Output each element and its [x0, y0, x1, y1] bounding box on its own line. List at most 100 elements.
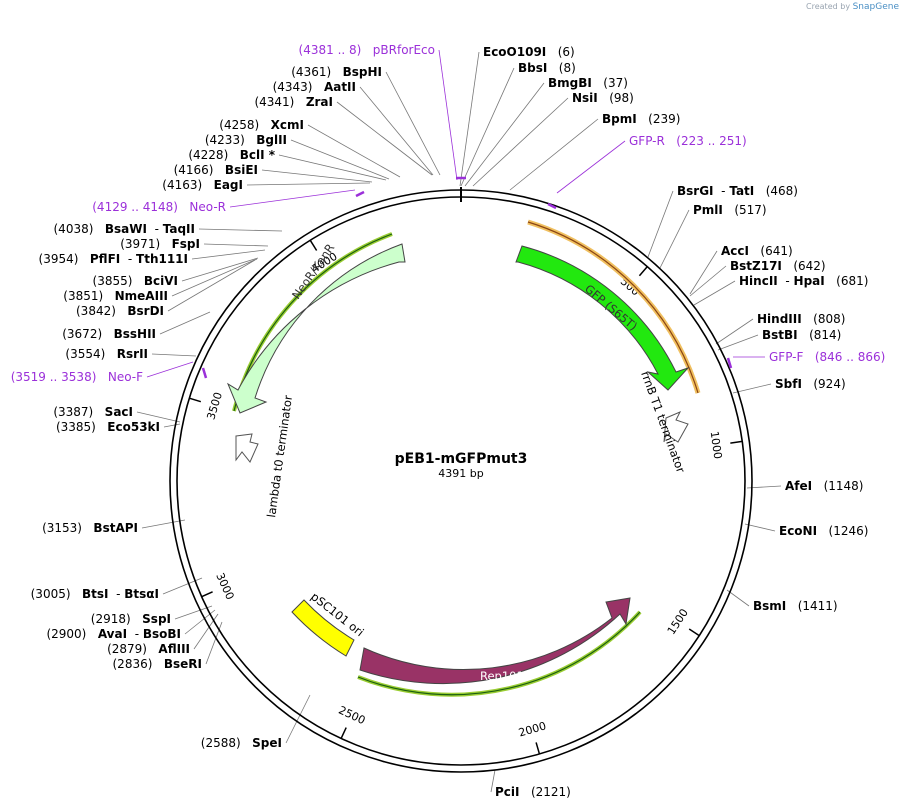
site-label-zrai[interactable]: (4341) ZraI [254, 95, 333, 109]
leader-bmgbi [464, 82, 545, 187]
site-label-bsphi[interactable]: (4361) BspHI [291, 65, 382, 79]
leader-aatii [359, 86, 434, 176]
rep101-arrow [359, 597, 631, 685]
feature-rep101[interactable]: Rep101 [357, 597, 642, 697]
site-label-acci[interactable]: AccI (641) [721, 244, 793, 258]
neo-kanr-arrow [226, 243, 406, 414]
site-label-bstbi[interactable]: BstBI (814) [762, 328, 841, 342]
site-label-bcivi[interactable]: (3855) BciVI [93, 274, 178, 288]
site-label-bcli[interactable]: (4228) BclI * [188, 148, 275, 162]
site-label-bsmi[interactable]: BsmI (1411) [753, 599, 838, 613]
leader-hincii [693, 280, 736, 306]
leader-pflfi [191, 249, 266, 260]
site-label-gfp-r[interactable]: GFP-R (223 .. 251) [629, 134, 747, 148]
site-label-hindiii[interactable]: HindIII (808) [757, 312, 845, 326]
gfp-primer-arc [527, 221, 699, 394]
leader-hindiii [715, 318, 754, 345]
tick-label-3000: 3000 [213, 571, 236, 602]
site-label-spei[interactable]: (2588) SpeI [201, 736, 282, 750]
site-label-bsiei[interactable]: (4166) BsiEI [174, 163, 258, 177]
tick-label-1500: 1500 [665, 606, 691, 637]
tick-mark-3000 [201, 591, 213, 598]
snapgene-credit: Created by SnapGene [806, 2, 899, 12]
feature-lambda[interactable]: lambda t0 terminator [235, 394, 295, 518]
site-label-bsrgi[interactable]: BsrGI - TatI (468) [677, 184, 798, 198]
site-label-bsshii[interactable]: (3672) BssHII [62, 327, 156, 341]
site-label-bsawi[interactable]: (4038) BsaWI - TaqII [54, 222, 196, 236]
primer-marks [201, 176, 733, 379]
site-label-nsii[interactable]: NsiI (98) [572, 91, 634, 105]
leader-nsii [472, 97, 569, 187]
leader-bbsi [460, 67, 515, 187]
psc101-ori-block [291, 599, 355, 657]
site-label-pcii[interactable]: PciI (2121) [495, 785, 571, 799]
site-label-bbsi[interactable]: BbsI (8) [518, 61, 576, 75]
site-label-gfp-f[interactable]: GFP-F (846 .. 866) [769, 350, 885, 364]
site-label-nmeaiii[interactable]: (3851) NmeAIII [63, 289, 168, 303]
leader-neo-r [229, 189, 356, 208]
site-label-bmgbi[interactable]: BmgBI (37) [548, 76, 628, 90]
snapgene-logo: SnapGene [852, 2, 899, 12]
site-label-xcmi[interactable]: (4258) XcmI [219, 118, 304, 132]
gfp-arrow [515, 245, 690, 391]
site-label-econi[interactable]: EcoNI (1246) [779, 524, 868, 538]
site-label-fspi[interactable]: (3971) FspI [120, 237, 200, 251]
site-label-afei[interactable]: AfeI (1148) [785, 479, 863, 493]
leader-xcmi [307, 124, 401, 178]
site-label-aatii[interactable]: (4343) AatII [273, 80, 356, 94]
site-label-ecoo109i[interactable]: EcoO109I (6) [483, 45, 575, 59]
site-label-bstapi[interactable]: (3153) BstAPI [42, 521, 138, 535]
site-label-saci[interactable]: (3387) SacI [53, 405, 133, 419]
tick-mark-2000 [535, 742, 541, 755]
site-label-eco53ki[interactable]: (3385) Eco53kI [56, 420, 160, 434]
leader-bpmi [509, 118, 599, 191]
feature-neo[interactable]: NeoR/KanR [226, 232, 406, 414]
feature-gfp[interactable]: GFP (S65T) [515, 219, 701, 394]
site-label-neo-f[interactable]: (3519 .. 3538) Neo-F [11, 370, 143, 384]
site-label-bseri[interactable]: (2836) BseRI [113, 657, 203, 671]
leader-acci [689, 250, 718, 295]
site-label-eagi[interactable]: (4163) EagI [162, 178, 243, 192]
tick-label-2000: 2000 [517, 719, 548, 739]
site-label-bglii[interactable]: (4233) BglII [205, 133, 287, 147]
rep101-label: Rep101 [480, 669, 524, 683]
site-label-neo-r[interactable]: (4129 .. 4148) Neo-R [92, 200, 226, 214]
feature-psc101[interactable]: pSC101 ori [291, 589, 367, 657]
tick-mark-4000 [309, 239, 318, 251]
leader-bsshii [159, 311, 211, 335]
leader-bsrdi [167, 259, 256, 312]
leader-bsphi [385, 71, 441, 176]
leader-ecoo109i [459, 51, 480, 187]
leader-neo-f [146, 361, 194, 378]
site-label-pflfi[interactable]: (3954) PflFI - Tth111I [39, 252, 188, 266]
leader-pcii [490, 769, 496, 793]
rep101-outline-arc [357, 611, 641, 696]
leader-pmli [659, 209, 690, 269]
site-label-avai[interactable]: (2900) AvaI - BsoBI [46, 627, 181, 641]
leader-rsrii [151, 353, 197, 357]
site-label-pmli[interactable]: PmlI (517) [693, 203, 767, 217]
site-label-bsrdi[interactable]: (3842) BsrDI [76, 304, 164, 318]
leader-fspi [203, 243, 269, 247]
leader-eco53ki [163, 423, 181, 428]
plasmid-name: pEB1-mGFPmut3 [395, 451, 528, 467]
site-label-aflii[interactable]: (2879) AflIII [107, 642, 190, 656]
primer-mark-gfp-f [726, 357, 733, 369]
leader-sspi [174, 605, 213, 620]
plasmid-length: 4391 bp [438, 467, 483, 480]
site-label-hincii[interactable]: HincII - HpaI (681) [739, 274, 868, 288]
site-label-pbrforeco[interactable]: (4381 .. 8) pBRforEco [299, 43, 435, 57]
site-label-bstz17i[interactable]: BstZ17I (642) [730, 259, 826, 273]
leader-nmeaiii [171, 258, 258, 297]
tick-label-2500: 2500 [336, 704, 367, 728]
site-label-sbfi[interactable]: SbfI (924) [775, 377, 846, 391]
primer-mark-gfp-r [547, 202, 557, 210]
leader-bcivi [181, 257, 259, 282]
leader-bstz17i [689, 265, 727, 297]
site-label-btsi[interactable]: (3005) BtsI - BtsαI [31, 587, 159, 601]
site-label-sspi[interactable]: (2918) SspI [91, 612, 171, 626]
leader-bsrgi [647, 190, 674, 258]
leader-sbfi [732, 383, 772, 394]
site-label-rsrii[interactable]: (3554) RsrII [65, 347, 148, 361]
site-label-bpmi[interactable]: BpmI (239) [602, 112, 680, 126]
